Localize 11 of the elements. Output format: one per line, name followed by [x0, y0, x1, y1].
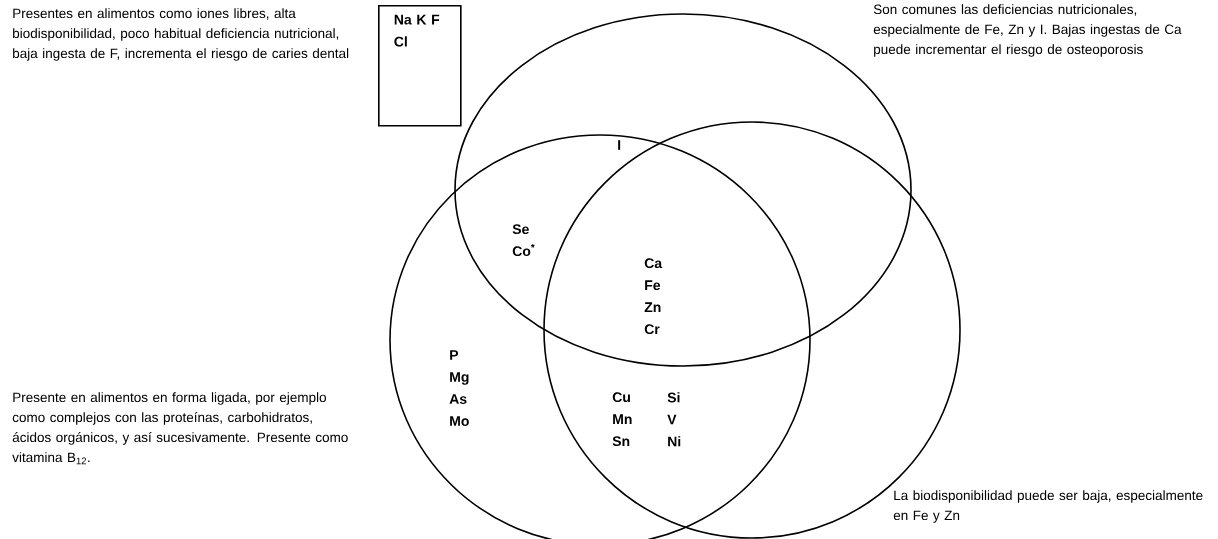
element-list: Cu Mn Sn	[612, 392, 632, 447]
element-list: I	[618, 140, 621, 150]
note-text: Presentes en alimentos como iones libres, alta biodisponibilidad, poco habitual deficiencia nutricional, baja ingesta de F, incrementa el riesgo de caries dental	[13, 8, 349, 61]
note-text: Son comunes las deficiencias nutricionales, especialmente de Fe, Zn y I. Bajas ingestas de Ca puede incrementar el riesgo de osteoporosis	[873, 4, 1182, 57]
note-text: Presente en alimentos en forma ligada, por ejemplo como complejos con las proteínas, carbohidratos, ácidos orgánicos, y así sucesivamente. Presente como vitamina B$_{12}$.	[12, 392, 348, 465]
element-list: Ca Fe Zn Cr	[644, 258, 663, 335]
element-list: Si V Ni	[667, 392, 681, 447]
element-list: P Mg As Mo	[449, 350, 469, 426]
element-box: Na K F Cl	[378, 5, 462, 127]
element-list: Se Co$^{*}$	[512, 224, 535, 257]
note-text: La biodisponibilidad puede ser baja, especialmente en Fe y Zn	[893, 490, 1203, 523]
